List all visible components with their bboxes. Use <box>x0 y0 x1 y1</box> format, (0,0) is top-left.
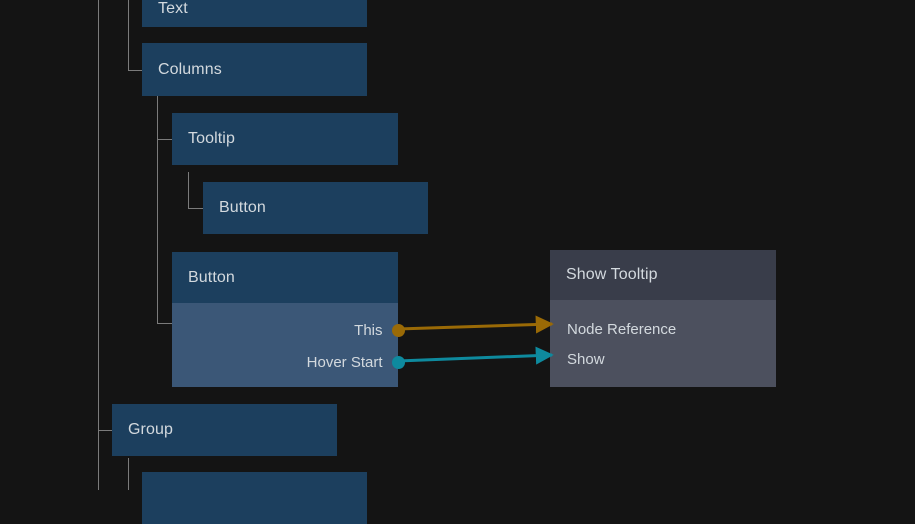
node-tooltip-button[interactable]: Button <box>203 182 428 234</box>
node-text-title: Text <box>142 0 367 27</box>
tree-guide-tick-tooltip <box>157 139 172 140</box>
input-port-node-reference-label: Node Reference <box>567 321 677 338</box>
output-port-this-dot[interactable] <box>391 324 405 337</box>
node-group-child-title <box>142 472 367 524</box>
tree-guide-branch-columns <box>128 0 129 70</box>
node-button-ports: This Hover Start <box>172 303 405 387</box>
tree-guide-branch-tooltip-children <box>188 172 189 209</box>
node-text[interactable]: Text <box>142 0 367 27</box>
tree-guide-tick-tooltip-button <box>188 208 203 209</box>
tree-guide-branch-group-children <box>128 458 129 490</box>
node-show-tooltip-title: Show Tooltip <box>550 250 776 300</box>
input-port-node-reference[interactable]: Node Reference <box>550 322 676 337</box>
output-port-this[interactable]: This <box>354 322 405 339</box>
tree-guide-tick-button <box>157 323 172 324</box>
node-group[interactable]: Group <box>112 404 337 456</box>
node-button[interactable]: Button This Hover Start <box>172 252 405 387</box>
node-button-title: Button <box>172 252 398 303</box>
output-port-hover-start[interactable]: Hover Start <box>306 354 405 371</box>
node-group-title: Group <box>112 404 337 456</box>
node-tooltip-title: Tooltip <box>172 113 398 165</box>
node-tooltip-button-title: Button <box>203 182 428 234</box>
node-group-child[interactable] <box>142 472 367 524</box>
output-port-hover-start-label: Hover Start <box>306 354 383 371</box>
output-port-this-label: This <box>354 322 383 339</box>
node-show-tooltip-ports: Node Reference Show <box>550 300 776 387</box>
input-port-show[interactable]: Show <box>550 352 605 367</box>
tree-guide-tick-root-group <box>98 430 112 431</box>
node-show-tooltip[interactable]: Show Tooltip Node Reference Show <box>550 250 776 387</box>
tree-guide-branch-columns-children <box>157 96 158 323</box>
node-columns[interactable]: Columns <box>142 43 367 96</box>
edge-hover-start-to-show <box>397 346 554 365</box>
edge-this-to-node-reference <box>397 315 554 334</box>
node-tooltip[interactable]: Tooltip <box>172 113 398 165</box>
tree-guide-root-spine <box>98 0 99 490</box>
tree-guide-tick-columns <box>128 70 142 71</box>
output-port-hover-start-dot[interactable] <box>391 356 405 369</box>
node-columns-title: Columns <box>142 43 367 96</box>
input-port-show-label: Show <box>567 351 605 368</box>
